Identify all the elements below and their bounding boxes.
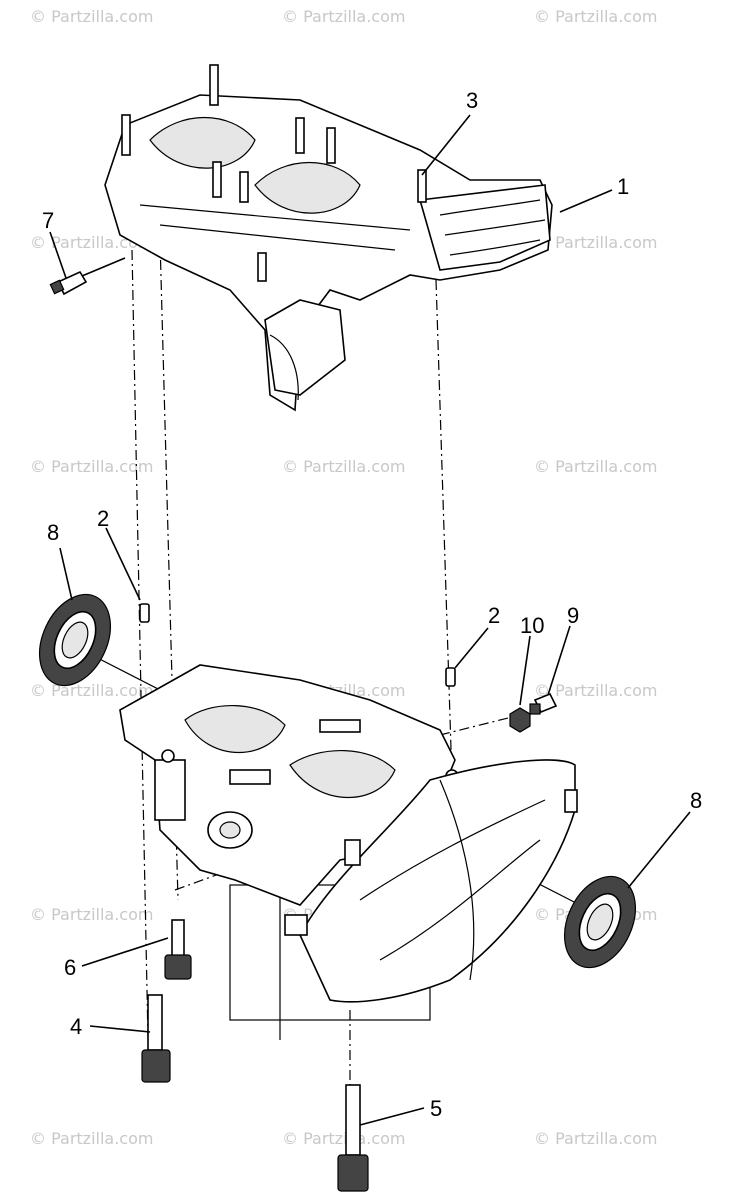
callout-9: 9 <box>567 603 579 628</box>
callout-5: 5 <box>430 1096 442 1121</box>
watermark: © Partzilla.com <box>534 233 657 252</box>
callout-2-right: 2 <box>488 603 500 628</box>
callout-7: 7 <box>42 208 54 233</box>
callout-10: 10 <box>520 613 544 638</box>
watermark: © Partzilla.com <box>282 7 405 26</box>
oil-seal-left <box>39 593 111 687</box>
oil-seal-right <box>564 875 636 969</box>
watermark: © Partzilla.com <box>30 457 153 476</box>
watermark: © Partzilla.com <box>30 905 153 924</box>
upper-crankcase <box>104 64 553 412</box>
watermark: © Partzilla.com <box>282 457 405 476</box>
bolt-long <box>337 1084 369 1192</box>
watermark: © Partzilla.com <box>534 457 657 476</box>
callout-1: 1 <box>617 174 629 199</box>
bolt-short <box>164 919 192 980</box>
watermark: © Partzilla.com <box>30 233 153 252</box>
callout-2-left: 2 <box>97 506 109 531</box>
callout-8-right: 8 <box>690 788 702 813</box>
callout-6: 6 <box>64 955 76 980</box>
callout-labels: 1 3 7 8 2 2 10 9 8 6 4 5 <box>42 88 702 1121</box>
callout-3: 3 <box>466 88 478 113</box>
plug-fitting <box>49 257 126 296</box>
callout-4: 4 <box>70 1014 82 1039</box>
watermark: © Partzilla.com <box>30 7 153 26</box>
watermark: © Partzilla.com <box>30 681 153 700</box>
lower-crankcase <box>119 664 578 1040</box>
bolt-medium <box>141 994 171 1083</box>
watermark: © Partzilla.com <box>534 681 657 700</box>
watermark: © Partzilla.com <box>534 7 657 26</box>
callout-leaders <box>49 114 691 1126</box>
watermark: © Partzilla.com <box>534 1129 657 1148</box>
dowel-pins <box>139 603 456 687</box>
watermark: © Partzilla.com <box>30 1129 153 1148</box>
callout-8-left: 8 <box>47 520 59 545</box>
fitting <box>529 692 558 715</box>
nut <box>509 707 531 733</box>
watermark: © Partzilla.com <box>282 1129 405 1148</box>
